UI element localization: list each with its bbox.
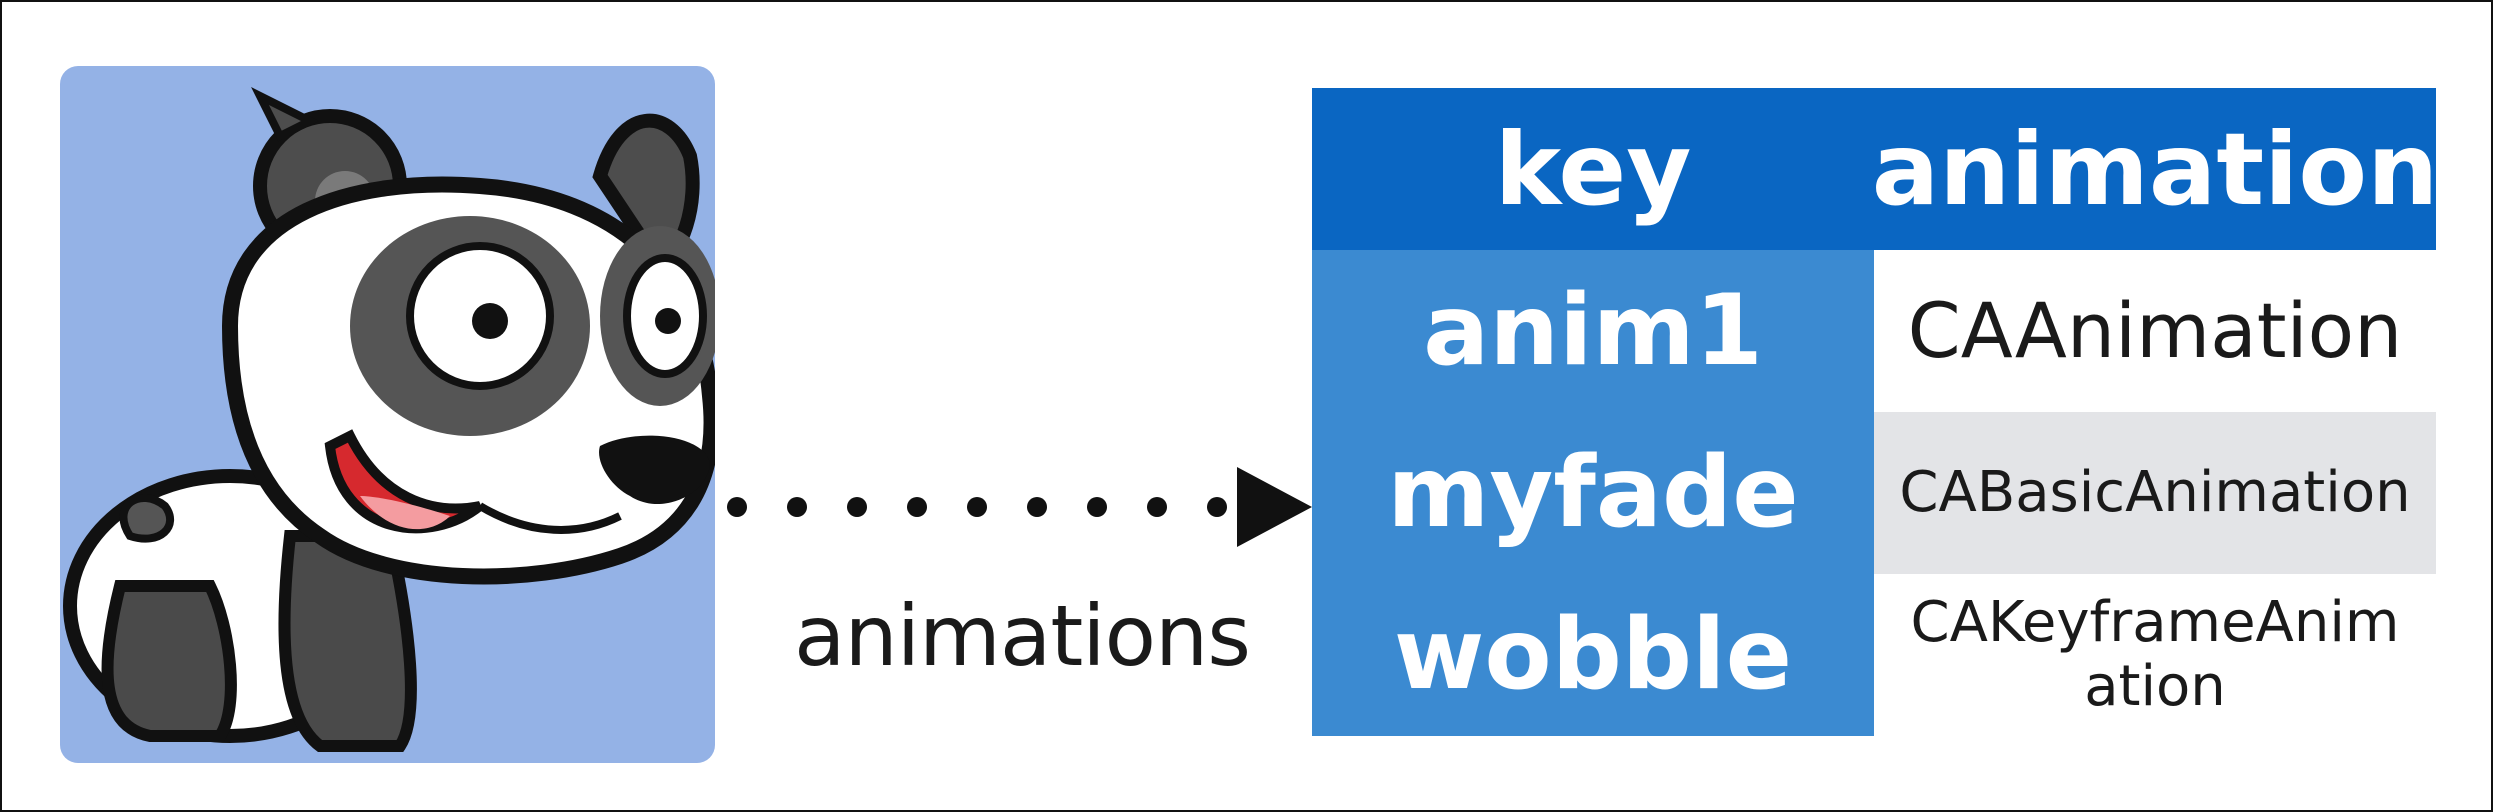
arrow-label: animations [793, 587, 1251, 685]
row-key-cell: wobble [1312, 574, 1874, 736]
row-animation-cell: CAAnimation [1874, 250, 2436, 412]
row-key-cell: myfade [1312, 412, 1874, 574]
row-animation-cell: CABasicAnimation [1874, 412, 2436, 574]
header-key: key [1312, 88, 1874, 250]
arrow-right-icon [717, 457, 1317, 557]
row-key-cell: anim1 [1312, 250, 1874, 412]
header-animation: animation [1872, 88, 2438, 250]
row-animation-cell: CAKeyframeAnimation [1874, 574, 2436, 736]
animations-table: key animation anim1 CAAnimation myfade C… [1312, 88, 2438, 736]
panda-image [60, 66, 715, 763]
